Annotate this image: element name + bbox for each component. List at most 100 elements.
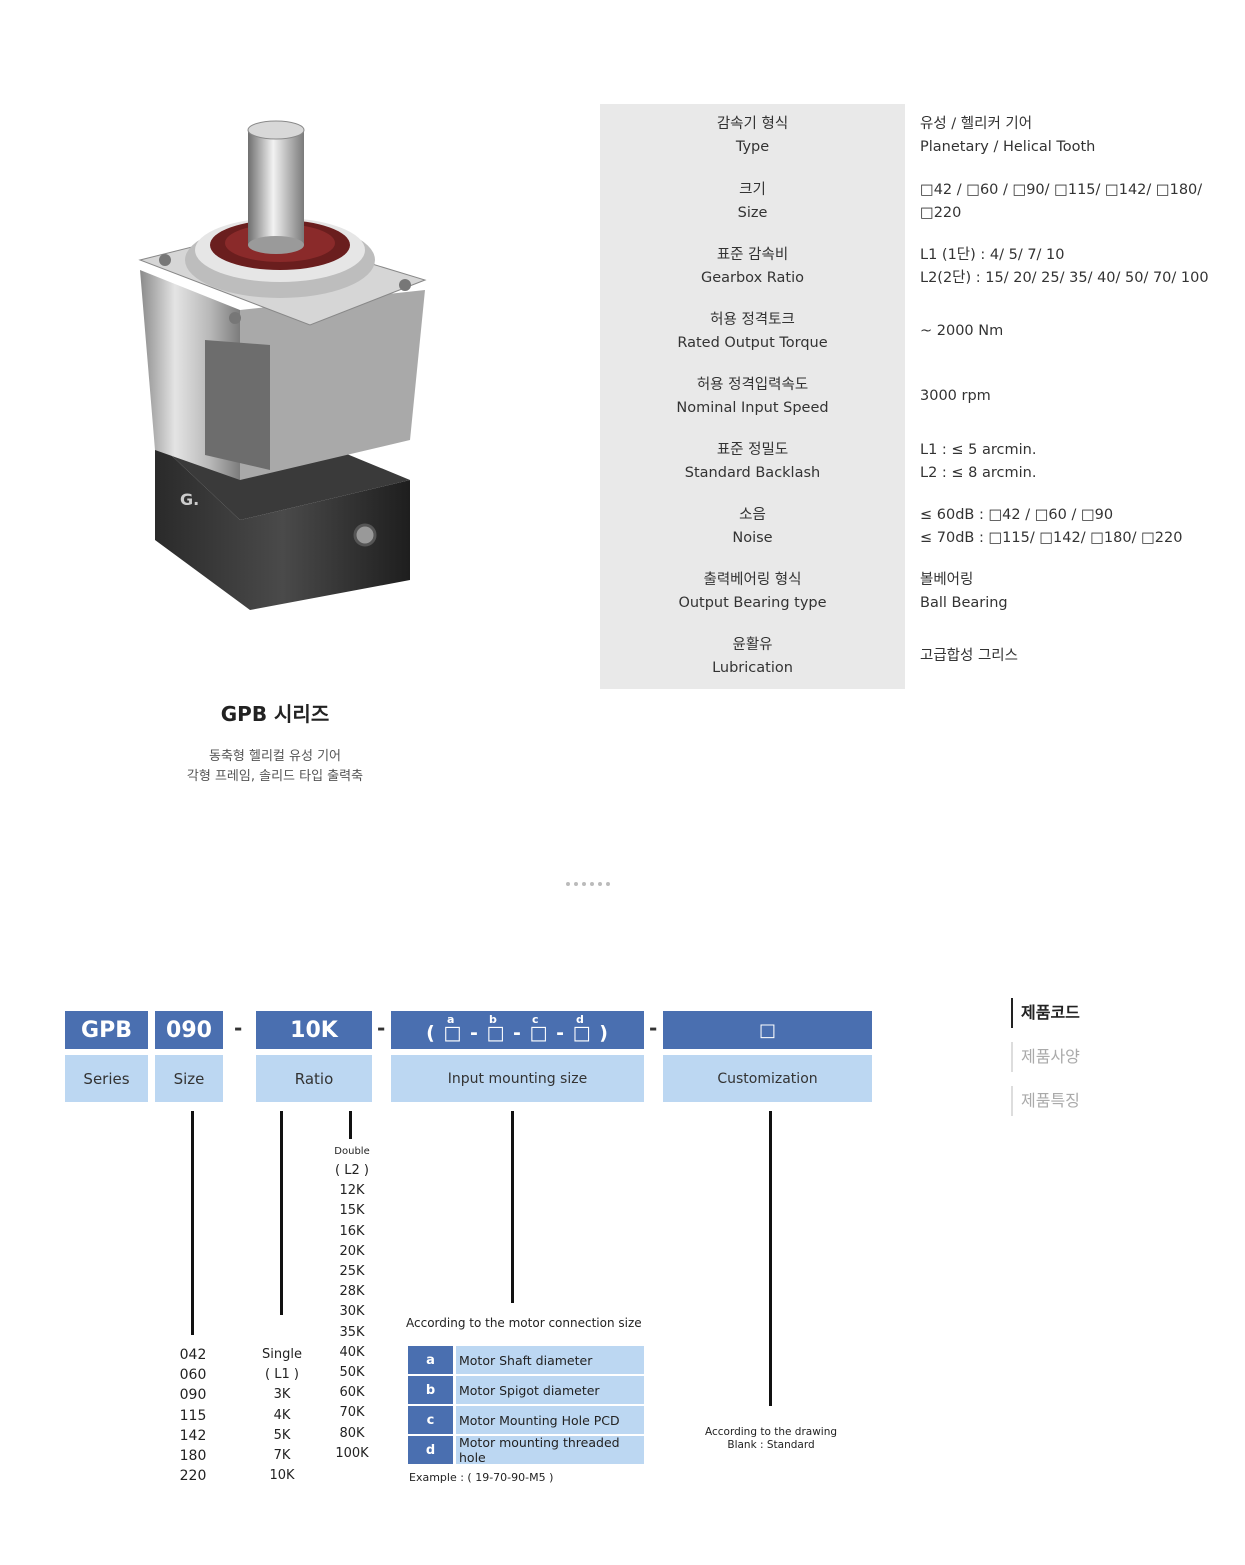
mount-value: Motor Mounting Hole PCD xyxy=(456,1406,644,1434)
code-size-label: Size xyxy=(155,1055,223,1102)
code-letter-d: d xyxy=(576,1013,584,1026)
spec-row-ratio: 표준 감속비 Gearbox Ratio L1 (1단) : 4/ 5/ 7/ 1… xyxy=(600,234,1210,299)
spec-value-line1: □42 / □60 / □90/ □115/ □142/ □180/ xyxy=(920,181,1203,198)
spec-value-line2: L2(2단) : 15/ 20/ 25/ 35/ 40/ 50/ 70/ 100 xyxy=(920,269,1209,286)
spec-value: ≤ 60dB : □42 / □60 / □90≤ 70dB : □115/ □… xyxy=(905,494,1210,559)
spec-label-en: Rated Output Torque xyxy=(677,334,828,351)
spec-label-en: Nominal Input Speed xyxy=(676,399,829,416)
size-connector-line xyxy=(191,1111,194,1335)
double-ratio-option: 28K xyxy=(339,1284,365,1300)
side-nav-product-code[interactable]: 제품코드 xyxy=(1011,998,1080,1028)
code-letter-b: b xyxy=(489,1013,497,1026)
code-dash: - xyxy=(377,1016,386,1040)
side-nav-product-features[interactable]: 제품특징 xyxy=(1011,1086,1080,1116)
single-ratio-subtitle: ( L1 ) xyxy=(265,1367,299,1383)
customization-note: According to the drawing Blank : Standar… xyxy=(700,1426,842,1452)
spec-label-ko: 크기 xyxy=(739,181,766,198)
spec-value: 고급합성 그리스 xyxy=(905,624,1210,689)
single-ratio-option: 7K xyxy=(273,1448,291,1464)
spec-label-en: Gearbox Ratio xyxy=(700,269,805,286)
spec-value: 3000 rpm xyxy=(905,364,1210,429)
mount-key: c xyxy=(408,1406,453,1434)
series-desc-line2: 각형 프레임, 솔리드 타입 출력축 xyxy=(186,769,364,784)
spec-value-line2: Ball Bearing xyxy=(920,594,1008,611)
side-nav-product-spec[interactable]: 제품사양 xyxy=(1011,1042,1080,1072)
mount-row-a: a Motor Shaft diameter xyxy=(408,1346,644,1374)
spec-value-line2: Planetary / Helical Tooth xyxy=(920,139,1096,155)
spec-label-en: Size xyxy=(737,204,768,221)
code-dash: - xyxy=(649,1016,658,1040)
single-ratio-option: 3K xyxy=(273,1387,291,1403)
spec-label-ko: 허용 정격입력속도 xyxy=(696,376,809,393)
product-image: G. xyxy=(120,110,440,620)
section-side-nav: 제품코드 제품사양 제품특징 xyxy=(1011,998,1080,1130)
spec-label-en: Lubrication xyxy=(712,659,793,676)
code-mount-label: Input mounting size xyxy=(391,1055,644,1102)
spec-label: 윤활유 Lubrication xyxy=(600,624,905,689)
size-option: 180 xyxy=(179,1448,207,1465)
spec-value-line1: ~ 2000 Nm xyxy=(920,323,1004,339)
double-ratio-list: Double ( L2 ) 12K 15K 16K 20K 25K 28K 30… xyxy=(322,1143,382,1464)
single-ratio-option: 4K xyxy=(273,1407,291,1423)
double-ratio-option: 15K xyxy=(339,1203,365,1219)
mount-row-b: b Motor Spigot diameter xyxy=(408,1376,644,1404)
size-option: 142 xyxy=(179,1427,207,1444)
double-ratio-option: 20K xyxy=(339,1243,365,1259)
code-series-box: GPB xyxy=(65,1011,148,1049)
mount-connector-line xyxy=(511,1111,514,1303)
spec-label-ko: 윤활유 xyxy=(732,636,773,653)
spec-label-ko: 표준 정밀도 xyxy=(716,441,789,458)
double-ratio-option: 30K xyxy=(339,1304,365,1320)
spec-row-lubrication: 윤활유 Lubrication 고급합성 그리스 xyxy=(600,624,1210,689)
mount-row-d: d Motor mounting threaded hole xyxy=(408,1435,644,1465)
single-ratio-title: Single xyxy=(262,1347,302,1362)
code-letter-a: a xyxy=(447,1013,455,1026)
code-custom-box: □ xyxy=(663,1011,872,1049)
double-ratio-option: 12K xyxy=(339,1183,365,1199)
spec-label-en: Noise xyxy=(732,529,773,546)
spec-value-line1: 3000 rpm xyxy=(920,388,991,404)
code-series-label: Series xyxy=(65,1055,148,1102)
single-ratio-list: Single ( L1 ) 3K 4K 5K 7K 10K xyxy=(252,1345,312,1486)
mount-value: Motor Spigot diameter xyxy=(456,1376,644,1404)
spec-label-ko: 표준 감속비 xyxy=(716,246,789,263)
single-ratio-connector-line xyxy=(280,1111,283,1315)
dot xyxy=(574,882,578,886)
custom-connector-line xyxy=(769,1111,772,1406)
series-desc-line1: 동축형 헬리컬 유성 기어 xyxy=(209,749,341,764)
customization-note-line2: Blank : Standard xyxy=(727,1439,815,1451)
spec-row-speed: 허용 정격입력속도 Nominal Input Speed 3000 rpm xyxy=(600,364,1210,429)
mount-value: Motor Shaft diameter xyxy=(456,1346,644,1374)
mount-key: a xyxy=(408,1346,453,1374)
double-ratio-option: 80K xyxy=(339,1425,365,1441)
customization-note-line1: According to the drawing xyxy=(704,1426,838,1438)
mount-value: Motor mounting threaded hole xyxy=(456,1435,644,1465)
mount-table-title: According to the motor connection size xyxy=(406,1316,642,1330)
double-ratio-option: 100K xyxy=(335,1445,369,1461)
section-divider-dots xyxy=(566,882,610,886)
spec-label-ko: 소음 xyxy=(739,506,766,523)
double-ratio-option: 35K xyxy=(339,1324,365,1340)
code-ratio-box: 10K xyxy=(256,1011,372,1049)
code-custom-label: Customization xyxy=(663,1055,872,1102)
svg-text:G.: G. xyxy=(180,490,199,509)
double-ratio-option: 16K xyxy=(339,1223,365,1239)
spec-label: 크기 Size xyxy=(600,169,905,234)
size-options-list: 042 060 090 115 142 180 220 xyxy=(168,1345,218,1486)
mount-example: Example : ( 19-70-90-M5 ) xyxy=(409,1471,554,1484)
dot xyxy=(590,882,594,886)
size-option: 090 xyxy=(179,1387,207,1404)
dot xyxy=(582,882,586,886)
